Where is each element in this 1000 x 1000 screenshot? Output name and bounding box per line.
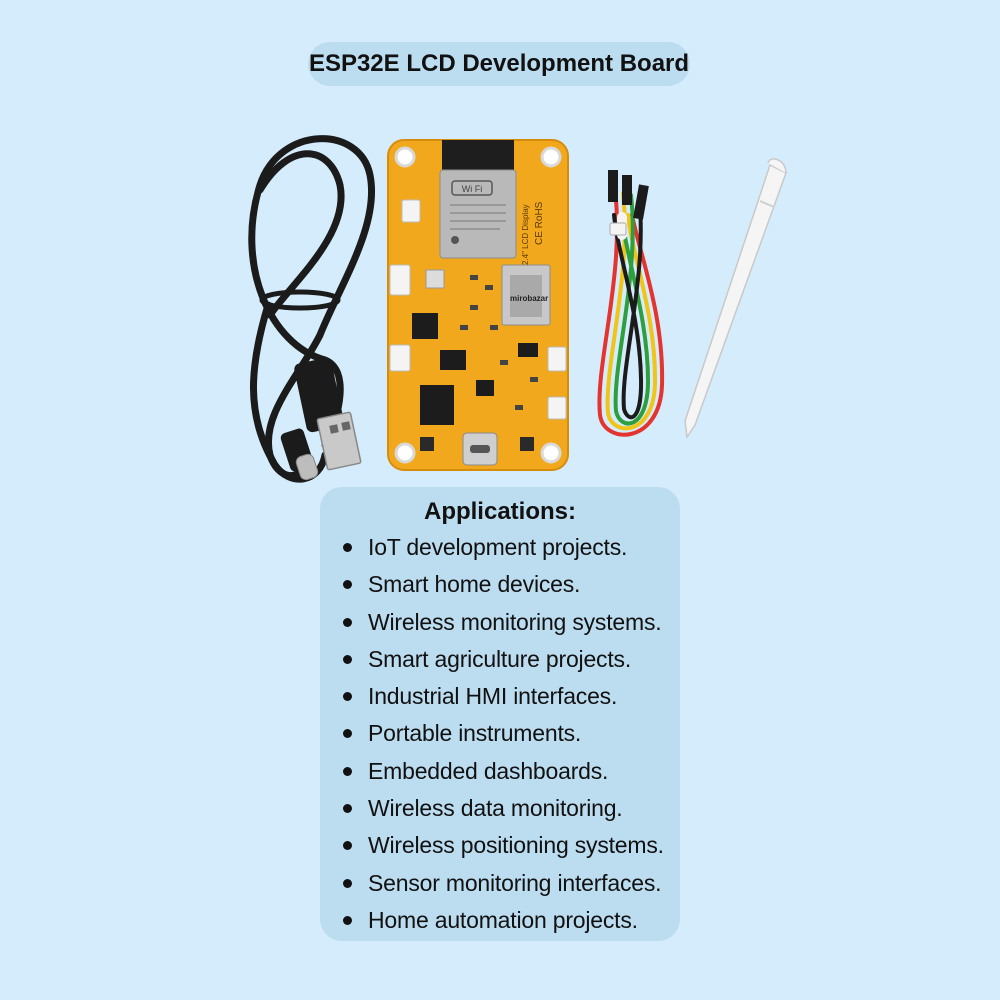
list-item: IoT development projects. [320,529,680,566]
list-item: Portable instruments. [320,715,680,752]
esp32-board: Wi Fi CE RoHS 2.4" LCD Display mirobazar [387,139,569,471]
list-item-label: IoT development projects. [368,534,628,560]
list-item-label: Smart agriculture projects. [368,645,632,672]
applications-heading: Applications: [423,498,576,525]
bullet-icon [343,915,352,925]
list-item: Sensor monitoring interfaces. [320,865,680,902]
list-item-label: Wireless positioning systems. [368,832,664,859]
stylus-pen [684,158,787,440]
svg-text:2.4" LCD Display: 2.4" LCD Display [521,204,530,265]
list-item: Wireless data monitoring. [320,790,680,827]
page-title: ESP32E LCD Development Board [308,42,690,86]
bullet-icon [343,580,352,590]
bullet-icon [343,804,352,814]
list-item-label: Home automation projects. [368,906,638,933]
list-item: Wireless monitoring systems. [320,604,680,641]
bullet-icon [343,692,352,702]
list-item: Smart home devices. [320,566,680,603]
usb-a-plug [294,357,362,471]
bullet-icon [343,766,352,776]
usb-c-plug [280,428,319,481]
svg-text:mirobazar: mirobazar [510,294,548,303]
applications-panel: Applications: IoT development projects. … [320,487,680,941]
bullet-icon [343,878,352,888]
list-item-label: Embedded dashboards. [368,757,609,784]
list-item: Wireless positioning systems. [320,827,680,864]
list-item: Smart agriculture projects. [320,641,680,678]
bullet-icon [343,729,352,739]
applications-list: IoT development projects. Smart home dev… [320,529,680,939]
svg-text:CE RoHS: CE RoHS [534,201,545,245]
list-item-label: Portable instruments. [368,720,582,747]
list-item-label: Wireless monitoring systems. [368,608,662,635]
dupont-connectors [608,170,649,236]
list-item-label: Wireless data monitoring. [368,795,623,822]
bullet-icon [343,617,352,627]
bullet-icon [343,841,352,851]
bullet-icon [343,654,352,664]
list-item: Home automation projects. [320,902,680,939]
list-item: Embedded dashboards. [320,753,680,790]
product-photo: Wi Fi CE RoHS 2.4" LCD Display mirobazar [230,115,790,495]
jumper-wires [597,188,665,437]
svg-text:Wi Fi: Wi Fi [462,184,483,194]
list-item: Industrial HMI interfaces. [320,678,680,715]
bullet-icon [343,543,352,552]
list-item-label: Smart home devices. [368,571,581,598]
list-item-label: Industrial HMI interfaces. [368,683,618,710]
list-item-label: Sensor monitoring interfaces. [368,869,662,896]
